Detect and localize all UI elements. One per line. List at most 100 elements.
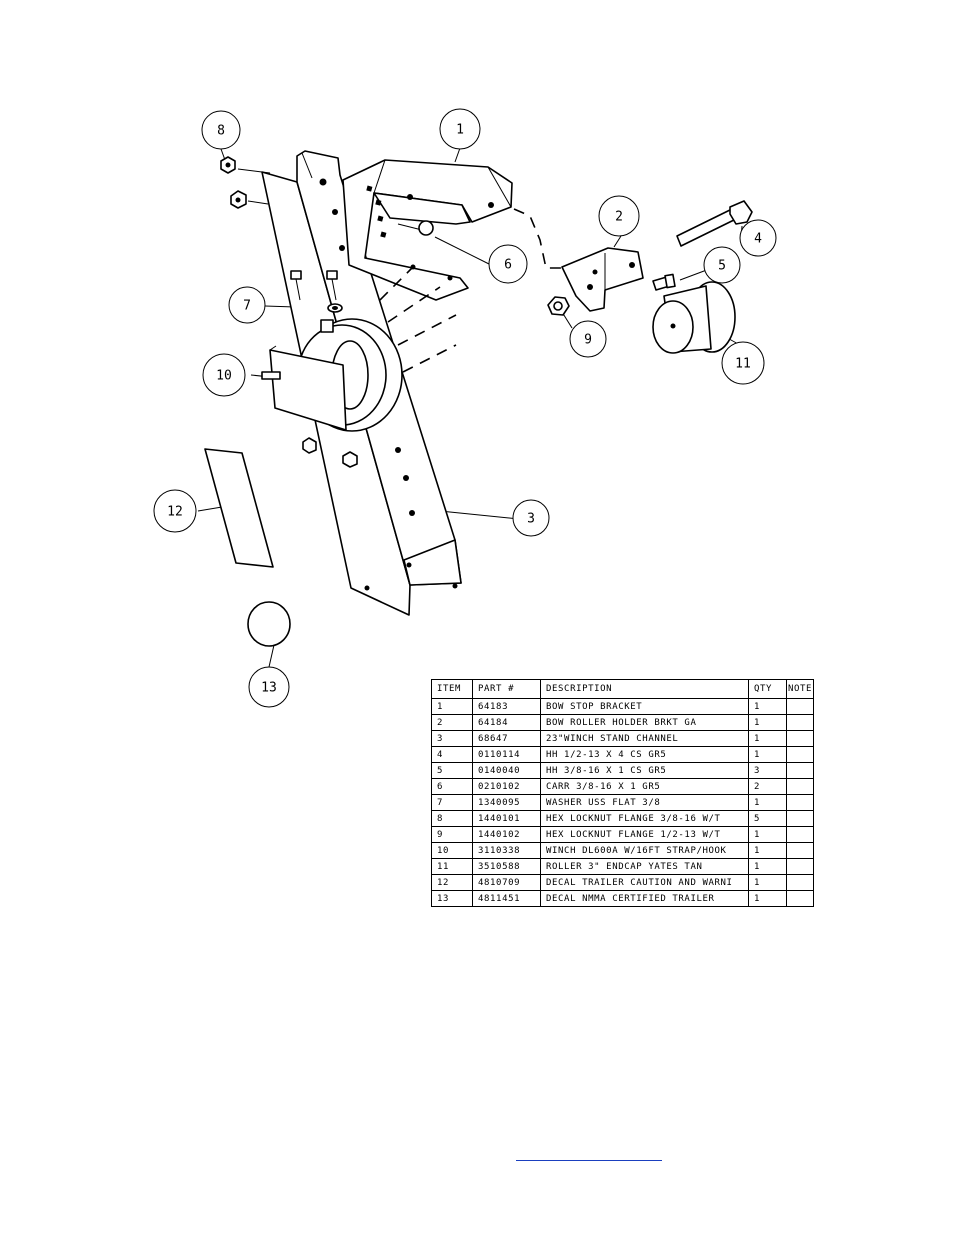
bom-cell-description: HH 3/8-16 X 1 CS GR5 [540, 762, 749, 779]
bom-cell-item: 5 [431, 762, 473, 779]
assembly-dashed-lines [379, 208, 562, 373]
bom-header-description: DESCRIPTION [540, 679, 749, 699]
bom-cell-description: HH 1/2-13 X 4 CS GR5 [540, 746, 749, 763]
bom-cell-note [785, 874, 815, 891]
bom-cell-part: 3510588 [472, 858, 541, 875]
winch [261, 318, 403, 432]
svg-text:8: 8 [217, 124, 225, 139]
svg-text:11: 11 [735, 357, 751, 372]
bom-cell-part: 64183 [472, 698, 541, 715]
bom-cell-note [785, 890, 815, 907]
callout-5: 5 [703, 246, 741, 284]
washer [327, 303, 343, 313]
bom-cell-qty: 1 [748, 730, 787, 747]
callout-2: 2 [598, 195, 640, 237]
bom-cell-note [785, 810, 815, 827]
bow-roller-holder-bracket [561, 247, 644, 312]
bom-cell-note [785, 698, 815, 715]
bom-header-part: PART # [472, 679, 541, 699]
callout-10: 10 [202, 353, 246, 397]
bom-cell-part: 64184 [472, 714, 541, 731]
bom-cell-item: 3 [431, 730, 473, 747]
callout-11: 11 [721, 341, 765, 385]
svg-text:7: 7 [243, 299, 251, 314]
bom-cell-description: CARR 3/8-16 X 1 GR5 [540, 778, 749, 795]
bom-cell-part: 4811451 [472, 890, 541, 907]
bom-cell-note [785, 794, 815, 811]
nmma-decal [247, 601, 291, 647]
bom-cell-item: 8 [431, 810, 473, 827]
bom-cell-item: 1 [431, 698, 473, 715]
bom-cell-item: 9 [431, 826, 473, 843]
bom-cell-item: 11 [431, 858, 473, 875]
carriage-bolt [397, 220, 434, 236]
bom-cell-note [785, 858, 815, 875]
bom-cell-note [785, 746, 815, 763]
bom-cell-part: 1440101 [472, 810, 541, 827]
bom-cell-description: DECAL NMMA CERTIFIED TRAILER [540, 890, 749, 907]
bom-cell-description: WINCH DL600A W/16FT STRAP/HOOK [540, 842, 749, 859]
bow-stop-bracket [342, 159, 513, 301]
bom-cell-item: 13 [431, 890, 473, 907]
bom-cell-description: BOW STOP BRACKET [540, 698, 749, 715]
bom-cell-part: 4810709 [472, 874, 541, 891]
svg-text:5: 5 [718, 259, 726, 274]
bom-cell-part: 1440102 [472, 826, 541, 843]
footer-link[interactable] [516, 1148, 662, 1161]
bom-cell-qty: 1 [748, 698, 787, 715]
svg-text:9: 9 [584, 333, 592, 348]
svg-text:10: 10 [216, 369, 232, 384]
callout-12: 12 [153, 489, 197, 533]
svg-text:13: 13 [261, 681, 277, 696]
bom-cell-qty: 1 [748, 874, 787, 891]
svg-text:6: 6 [504, 258, 512, 273]
locknut-half-inch [547, 296, 570, 316]
hex-bolt-long [676, 200, 753, 247]
bom-cell-qty: 1 [748, 826, 787, 843]
callout-13: 13 [248, 666, 290, 708]
svg-text:3: 3 [527, 512, 535, 527]
svg-text:2: 2 [615, 210, 623, 225]
bom-cell-description: 23"WINCH STAND CHANNEL [540, 730, 749, 747]
bom-cell-item: 7 [431, 794, 473, 811]
bom-cell-part: 68647 [472, 730, 541, 747]
callout-3: 3 [512, 499, 550, 537]
bom-cell-description: ROLLER 3" ENDCAP YATES TAN [540, 858, 749, 875]
bom-header-note: NOTE [785, 679, 815, 699]
bom-cell-qty: 1 [748, 714, 787, 731]
bom-cell-description: HEX LOCKNUT FLANGE 1/2-13 W/T [540, 826, 749, 843]
bom-cell-qty: 1 [748, 858, 787, 875]
bom-cell-qty: 5 [748, 810, 787, 827]
bom-cell-note [785, 730, 815, 747]
bom-cell-qty: 3 [748, 762, 787, 779]
bom-cell-item: 6 [431, 778, 473, 795]
callout-6: 6 [488, 244, 528, 284]
bom-cell-note [785, 778, 815, 795]
bom-cell-note [785, 842, 815, 859]
roller [652, 281, 736, 354]
bom-cell-qty: 1 [748, 794, 787, 811]
bom-header-row: ITEM PART # DESCRIPTION QTY NOTE [431, 679, 815, 699]
callout-4: 4 [739, 219, 777, 257]
svg-text:1: 1 [456, 123, 464, 138]
bom-cell-part: 0140040 [472, 762, 541, 779]
callout-8: 8 [201, 110, 241, 150]
bom-cell-part: 0110114 [472, 746, 541, 763]
svg-text:12: 12 [167, 505, 183, 520]
locknuts-three-eighths [220, 156, 358, 468]
bom-header-item: ITEM [431, 679, 473, 699]
